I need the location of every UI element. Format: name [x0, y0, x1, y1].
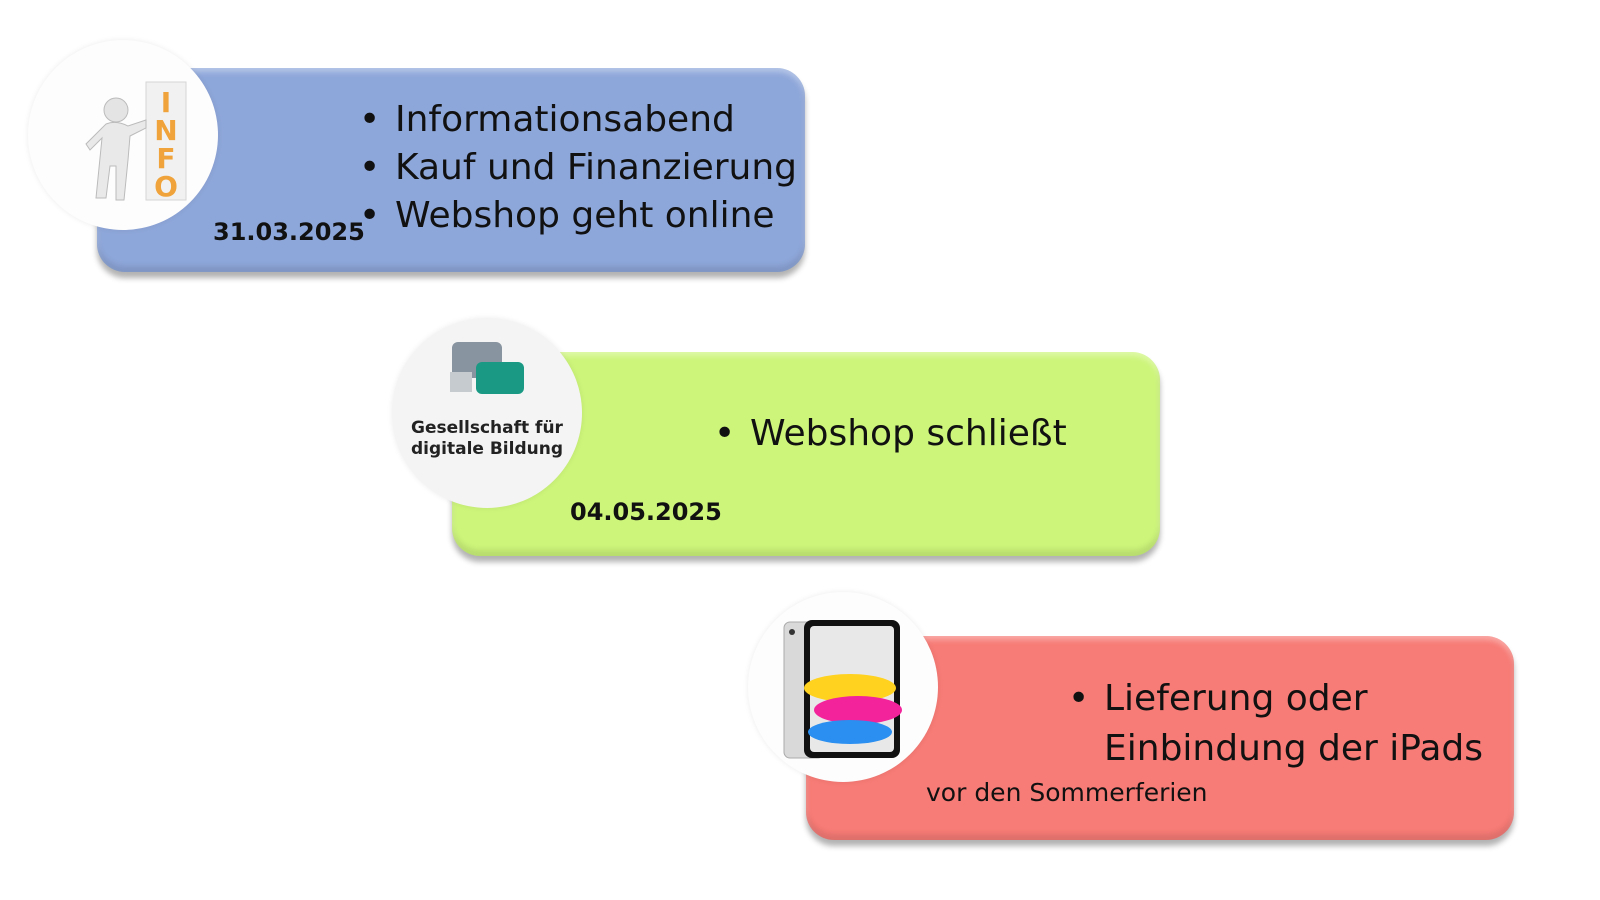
svg-text:I: I: [161, 86, 171, 119]
ipad-icon: [783, 620, 902, 759]
svg-text:O: O: [154, 170, 178, 203]
svg-text:N: N: [154, 114, 177, 147]
date-label-3: vor den Sommerferien: [926, 778, 1208, 807]
bullet-list-3: Lieferung oder Einbindung der iPads: [1068, 674, 1494, 774]
date-label-2: 04.05.2025: [570, 498, 722, 526]
date-label-1: 31.03.2025: [213, 218, 365, 246]
timeline-card-1: Informationsabend Kauf und Finanzierung …: [97, 68, 805, 272]
logo-line-2: digitale Bildung: [410, 439, 564, 459]
info-figure-icon: I N F O: [85, 81, 187, 203]
svg-text:F: F: [156, 142, 175, 175]
logo-line-1: Gesellschaft für: [411, 418, 563, 438]
ipad-image: [748, 592, 938, 782]
bullet-list-1: Informationsabend Kauf und Finanzierung …: [359, 96, 797, 240]
bullet-list-2: Webshop schließt: [714, 410, 1067, 458]
gesellschaft-logo: Gesellschaft für digitale Bildung: [392, 318, 582, 508]
bullet-item: Webshop schließt: [714, 410, 1067, 458]
logo-text: Gesellschaft für digitale Bildung: [392, 418, 582, 460]
gesellschaft-logo-icon: [450, 342, 524, 394]
bullet-item: Webshop geht online: [359, 192, 797, 240]
info-figure-icon: I N F O: [28, 40, 218, 230]
bullet-item: Informationsabend: [359, 96, 797, 144]
bullet-item: Kauf und Finanzierung: [359, 144, 797, 192]
bullet-item: Lieferung oder Einbindung der iPads: [1068, 674, 1494, 774]
